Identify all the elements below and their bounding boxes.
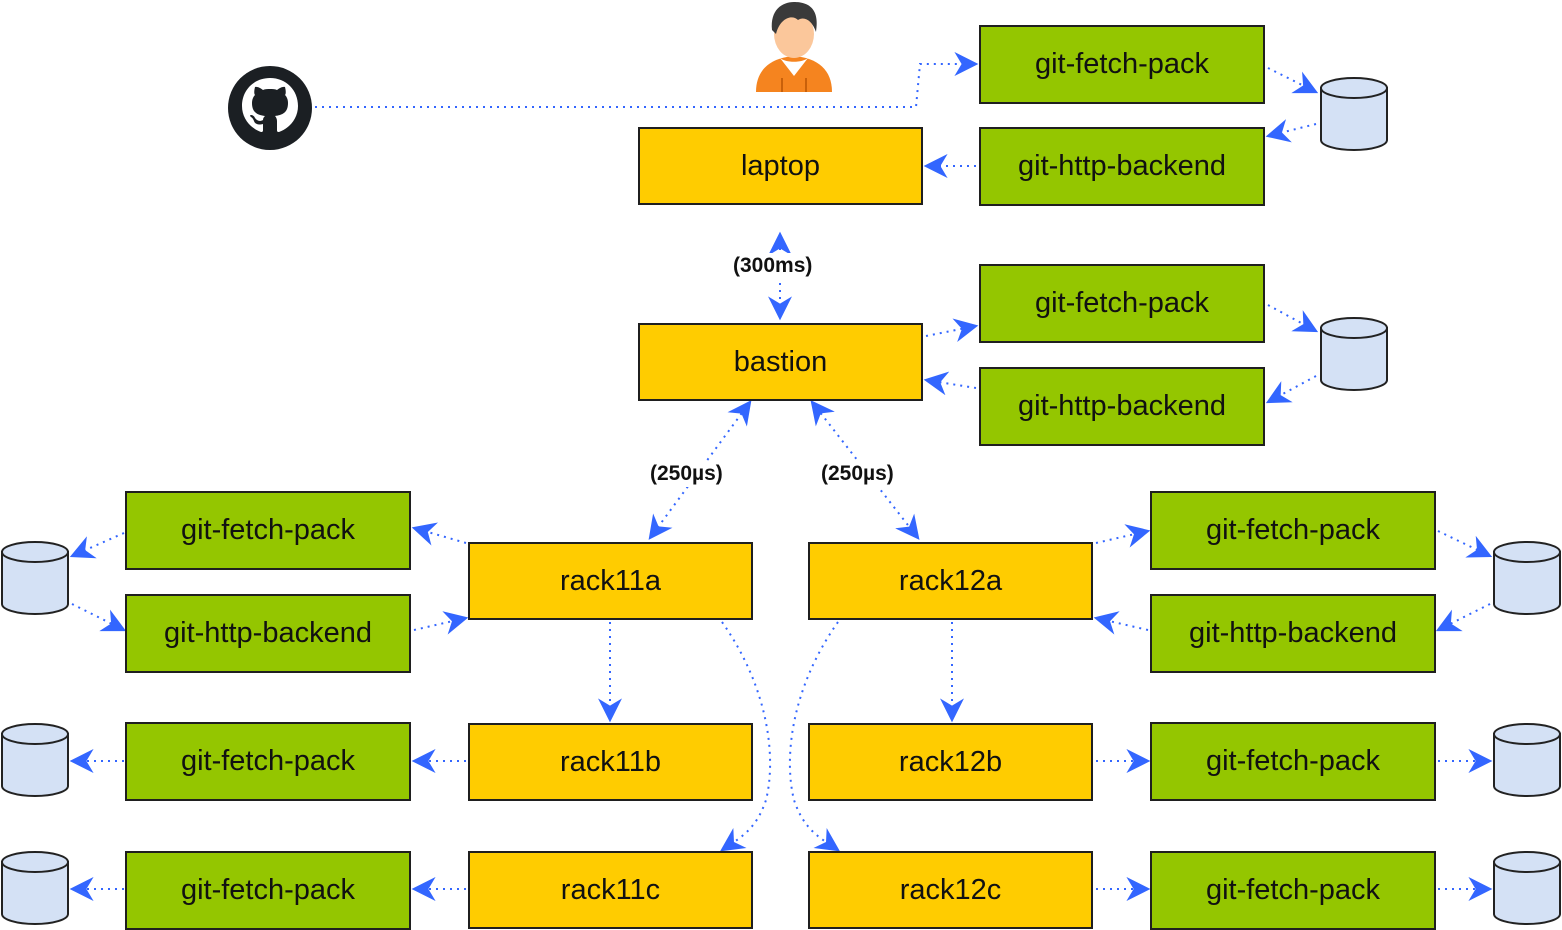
host-laptop: laptop (638, 127, 923, 205)
fetch-pack-bastion: git-fetch-pack (979, 264, 1265, 343)
edge-rack11a-rack11c (720, 621, 772, 852)
host-rack12a: rack12a (808, 542, 1093, 620)
edge-fetch-db-rack11a (69, 532, 125, 559)
db-rack11c-database-icon (1, 851, 69, 925)
db-rack12c-database-icon (1493, 851, 1561, 925)
fetch-pack-rack12b: git-fetch-pack (1150, 722, 1436, 801)
edge-db-backend-bastion (1265, 375, 1317, 404)
edge-github-fetch (315, 52, 979, 108)
db-laptop-database-icon (1320, 77, 1388, 151)
edge-backend-bastion (923, 371, 977, 396)
edge-backend-rack12a (1093, 611, 1149, 635)
latency-laptop-bastion: (300ms) (731, 253, 815, 279)
db-rack12b-database-icon (1493, 723, 1561, 797)
db-rack11b-database-icon (1, 723, 69, 797)
latency-bastion-rack12a: (250µs) (819, 461, 896, 487)
host-bastion: bastion (638, 323, 923, 401)
edge-backend-rack11a (413, 611, 469, 635)
edge-fetch-db-rack12a (1437, 530, 1493, 558)
edge-bastion-fetch (925, 318, 979, 343)
edge-bastion-rack12a (810, 400, 920, 540)
edge-fetch-db-bastion (1267, 304, 1319, 333)
fetch-pack-rack11c: git-fetch-pack (125, 851, 411, 930)
db-rack11a-database-icon (1, 541, 69, 615)
edge-rack11a-fetch (411, 522, 467, 546)
db-rack12a-database-icon (1493, 541, 1561, 615)
edge-db-backend-rack12a (1435, 603, 1491, 632)
host-rack12b: rack12b (808, 723, 1093, 801)
fetch-pack-rack11b: git-fetch-pack (125, 722, 411, 801)
fetch-pack-rack12c: git-fetch-pack (1150, 851, 1436, 930)
fetch-pack-laptop: git-fetch-pack (979, 25, 1265, 104)
http-backend-bastion: git-http-backend (979, 367, 1265, 446)
host-rack11c: rack11c (468, 851, 753, 929)
host-rack11a: rack11a (468, 542, 753, 620)
fetch-pack-rack11a: git-fetch-pack (125, 491, 411, 570)
fetch-pack-rack12a: git-fetch-pack (1150, 491, 1436, 570)
host-rack11b: rack11b (468, 723, 753, 801)
edge-db-backend-top (1265, 119, 1317, 143)
user-icon (756, 2, 832, 92)
host-rack12c: rack12c (808, 851, 1093, 929)
edge-rack12a-rack12c (788, 621, 840, 852)
edge-rack12a-fetch (1095, 524, 1151, 548)
edge-db-backend-rack11a (71, 603, 127, 632)
edge-fetch-db-top (1267, 67, 1319, 94)
db-bastion-database-icon (1320, 317, 1388, 391)
github-icon (228, 66, 312, 150)
http-backend-laptop: git-http-backend (979, 127, 1265, 206)
http-backend-rack12a: git-http-backend (1150, 594, 1436, 673)
latency-bastion-rack11a: (250µs) (648, 461, 725, 487)
http-backend-rack11a: git-http-backend (125, 594, 411, 673)
